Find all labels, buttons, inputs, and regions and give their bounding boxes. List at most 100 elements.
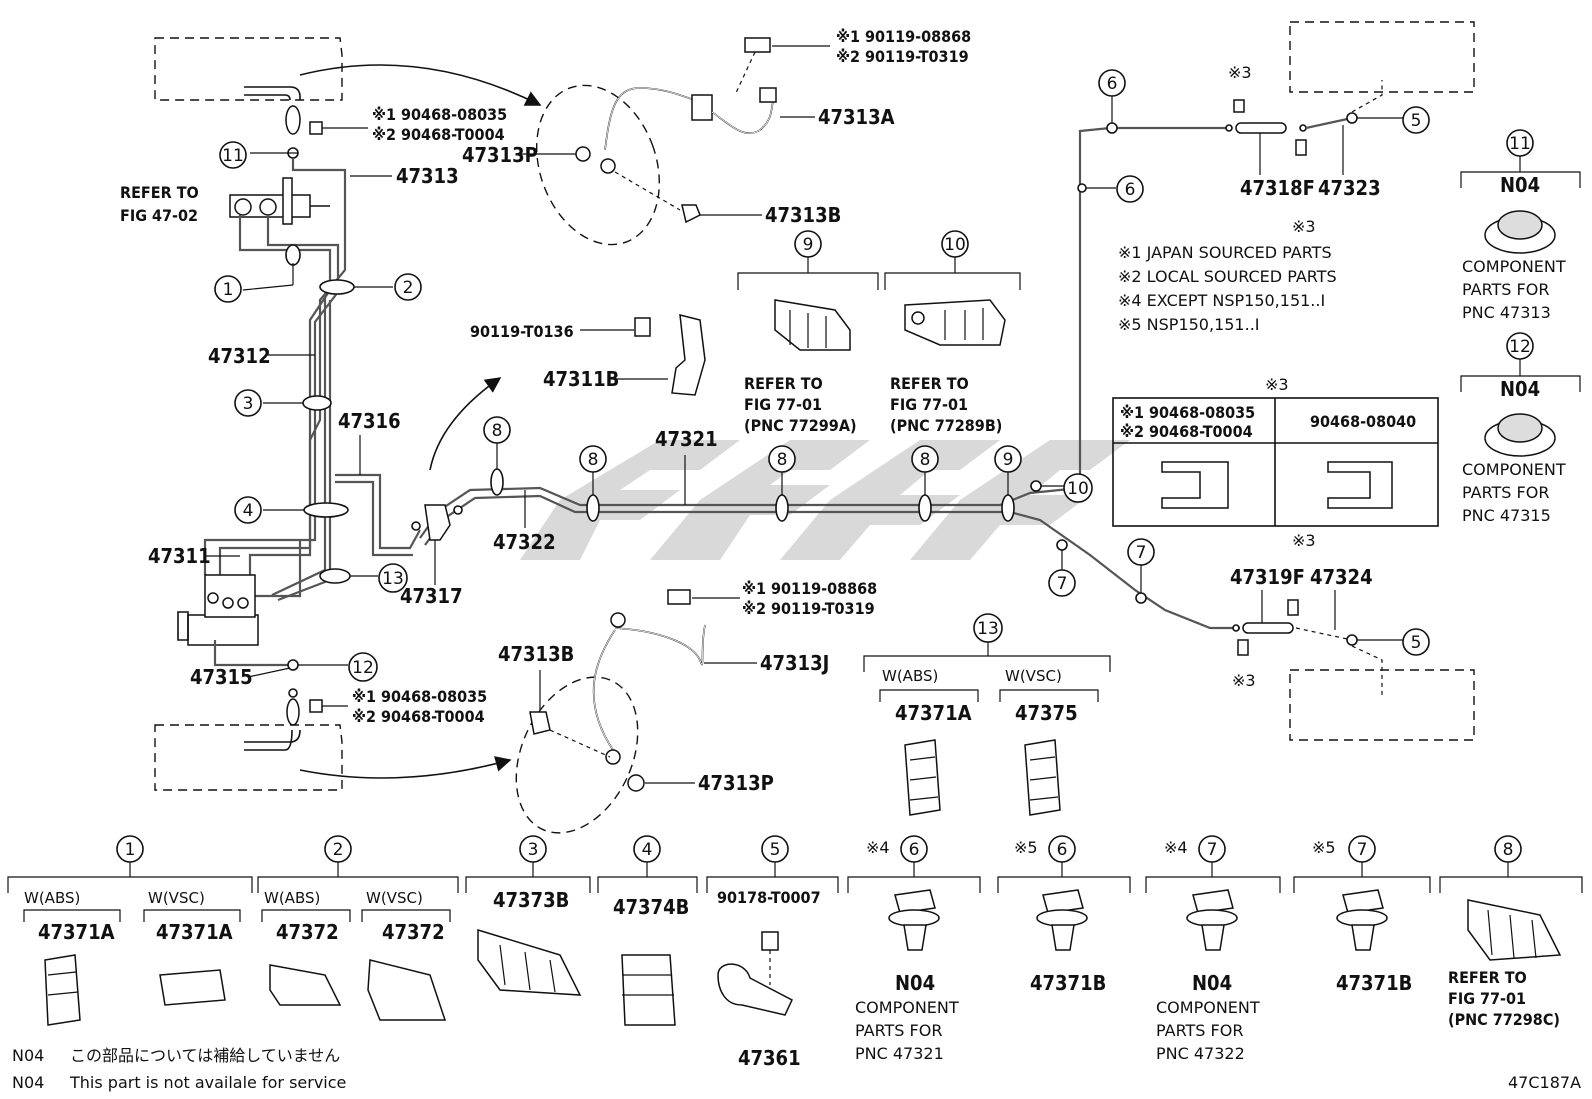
bolt-mid-line1: ※1 90119-08868 — [742, 579, 877, 598]
callout-6-b: 6 — [1125, 180, 1136, 200]
bottom-8-line3: (PNC 77298C) — [1448, 1010, 1560, 1029]
clip-bot-line1: ※1 90468-08035 — [352, 687, 487, 706]
clip-table: ※3 ※1 90468-08035 ※2 90468-T0004 90468-0… — [1112, 375, 1439, 527]
bracket-47311B: 90119-T0136 47311B — [429, 314, 706, 471]
callout-12-right: 12 — [1509, 337, 1531, 357]
legend-note-4: ※4 EXCEPT NSP150,151..I — [1118, 291, 1325, 310]
refer-9-line2: FIG 77-01 — [744, 395, 822, 414]
clip-table-left-1: ※1 90468-08035 — [1120, 403, 1255, 422]
clip-table-right: 90468-08040 — [1310, 412, 1416, 431]
callout-10-line: 10 — [1067, 479, 1089, 499]
right-12-code: N04 — [1500, 377, 1540, 401]
bottom-7b-mark: ※5 — [1312, 838, 1336, 857]
bottom-7a-line1: COMPONENT — [1156, 998, 1260, 1017]
bottom-2-w-abs: W(ABS) — [264, 889, 320, 907]
box13-part-abs: 47371A — [895, 701, 972, 725]
part-47313P-top: 47313P — [462, 143, 538, 167]
bottom-4-part: 47374B — [613, 895, 689, 919]
bottom-8-line2: FIG 77-01 — [1448, 989, 1526, 1008]
box-10: 10 REFER TO FIG 77-01 (PNC 77289B) — [884, 230, 1021, 435]
refer-9-line3: (PNC 77299A) — [744, 416, 857, 435]
bottom-6b-part: 47371B — [1030, 971, 1106, 995]
pipe-bundle-left — [177, 158, 421, 671]
right-component-11: 11 N04 COMPONENT PARTS FOR PNC 47313 — [1460, 129, 1581, 322]
bottom-2-part-abs: 47372 — [276, 920, 339, 944]
bottom-5-no: 5 — [770, 840, 781, 860]
bolt-small: 90119-T0136 — [470, 322, 574, 341]
bottom-5-bolt: 90178-T0007 — [717, 888, 821, 907]
bolt-top-line1: ※1 90119-08868 — [836, 27, 971, 46]
part-47315: 47315 — [190, 665, 253, 689]
footer-en-text: This part is not availale for service — [69, 1073, 346, 1092]
clamp-3 — [302, 395, 332, 411]
bottom-2-part-vsc: 47372 — [382, 920, 445, 944]
clamp-4 — [303, 502, 349, 518]
callout-4-left: 4 — [243, 501, 254, 521]
refer-10-line3: (PNC 77289B) — [890, 416, 1002, 435]
bottom-2-w-vsc: W(VSC) — [366, 889, 423, 907]
bottom-6a-code: N04 — [895, 971, 935, 995]
part-47322: 47322 — [493, 530, 556, 554]
bottom-6a-no: 6 — [909, 840, 920, 860]
bolt-top-line2: ※2 90119-T0319 — [836, 47, 969, 66]
bottom-1-w-vsc: W(VSC) — [148, 889, 205, 907]
front-hose-bottom: ※1 90119-08868 ※2 90119-T0319 47313J 473… — [498, 579, 877, 834]
bottom-6a-line2: PARTS FOR — [855, 1021, 942, 1040]
mark3-a: ※3 — [1228, 63, 1252, 82]
part-47313A: 47313A — [818, 105, 895, 129]
callout-8-d: 8 — [920, 450, 931, 470]
box-13: 13 W(ABS) W(VSC) 47371A 47375 — [863, 613, 1111, 816]
clip-table-left-2: ※2 90468-T0004 — [1120, 422, 1253, 441]
master-cylinder-block: REFER TO FIG 47-02 — [120, 177, 330, 225]
clamp-1 — [285, 244, 301, 266]
callout-8-a: 8 — [492, 421, 503, 441]
legend-note-1: ※1 JAPAN SOURCED PARTS — [1118, 243, 1332, 262]
clamp-13 — [319, 568, 351, 584]
callout-6-a: 6 — [1107, 74, 1118, 94]
box-9: 9 REFER TO FIG 77-01 (PNC 77299A) — [737, 230, 879, 435]
clip-top-line2: ※2 90468-T0004 — [372, 125, 505, 144]
bottom-7a-no: 7 — [1207, 840, 1218, 860]
callout-11-top: 11 — [222, 146, 244, 166]
bottom-3-part: 47373B — [493, 888, 569, 912]
callout-3-left: 3 — [243, 394, 254, 414]
bottom-1-no: 1 — [125, 840, 136, 860]
bottom-3-no: 3 — [528, 840, 539, 860]
bottom-6a-line1: COMPONENT — [855, 998, 959, 1017]
clip-top-line1: ※1 90468-08035 — [372, 105, 507, 124]
refer-10-line1: REFER TO — [890, 374, 969, 393]
bottom-8-no: 8 — [1503, 840, 1514, 860]
part-47321: 47321 — [655, 427, 718, 451]
bottom-6b-mark: ※5 — [1014, 838, 1038, 857]
clamp-2 — [319, 279, 355, 295]
part-47316: 47316 — [338, 409, 401, 433]
callout-5-b: 5 — [1411, 633, 1422, 653]
right-12-line3: PNC 47315 — [1462, 506, 1551, 525]
left-part-numbers: 47313 47312 47316 47311 47315 — [148, 164, 459, 689]
bottom-7a-line3: PNC 47322 — [1156, 1044, 1245, 1063]
refer-left-line2: FIG 47-02 — [120, 206, 198, 225]
mark3-d: ※3 — [1232, 671, 1256, 690]
callout-11-right: 11 — [1509, 134, 1531, 154]
bolt-mid-line2: ※2 90119-T0319 — [742, 599, 875, 618]
bottom-row: 1 W(ABS) W(VSC) 47371A 47371A 2 W(ABS) W… — [7, 835, 1583, 1070]
bundle-clamps — [285, 244, 355, 584]
main-line-clamps: 8 8 8 8 9 10 — [483, 416, 1093, 522]
part-47313J: 47313J — [760, 651, 829, 675]
right-11-line1: COMPONENT — [1462, 257, 1566, 276]
bottom-8-line1: REFER TO — [1448, 968, 1527, 987]
refer-left-line1: REFER TO — [120, 183, 199, 202]
callout-9-line: 9 — [1003, 450, 1014, 470]
part-47319F: 47319F — [1230, 565, 1305, 589]
rear-right-line: 6 6 ※3 ※3 5 47318F 47323 — [1077, 21, 1475, 236]
bottom-7b-part: 47371B — [1336, 971, 1412, 995]
callout-7-b: 7 — [1136, 543, 1147, 563]
bottom-1-w-abs: W(ABS) — [24, 889, 80, 907]
bottom-1-part-abs: 47371A — [38, 920, 115, 944]
callout-10-box: 10 — [944, 235, 966, 255]
callout-13-box: 13 — [977, 619, 999, 639]
refer-9-line1: REFER TO — [744, 374, 823, 393]
callout-1-left: 1 — [223, 280, 234, 300]
callout-13-left: 13 — [382, 569, 404, 589]
legend-note-5: ※5 NSP150,151..I — [1118, 315, 1260, 334]
